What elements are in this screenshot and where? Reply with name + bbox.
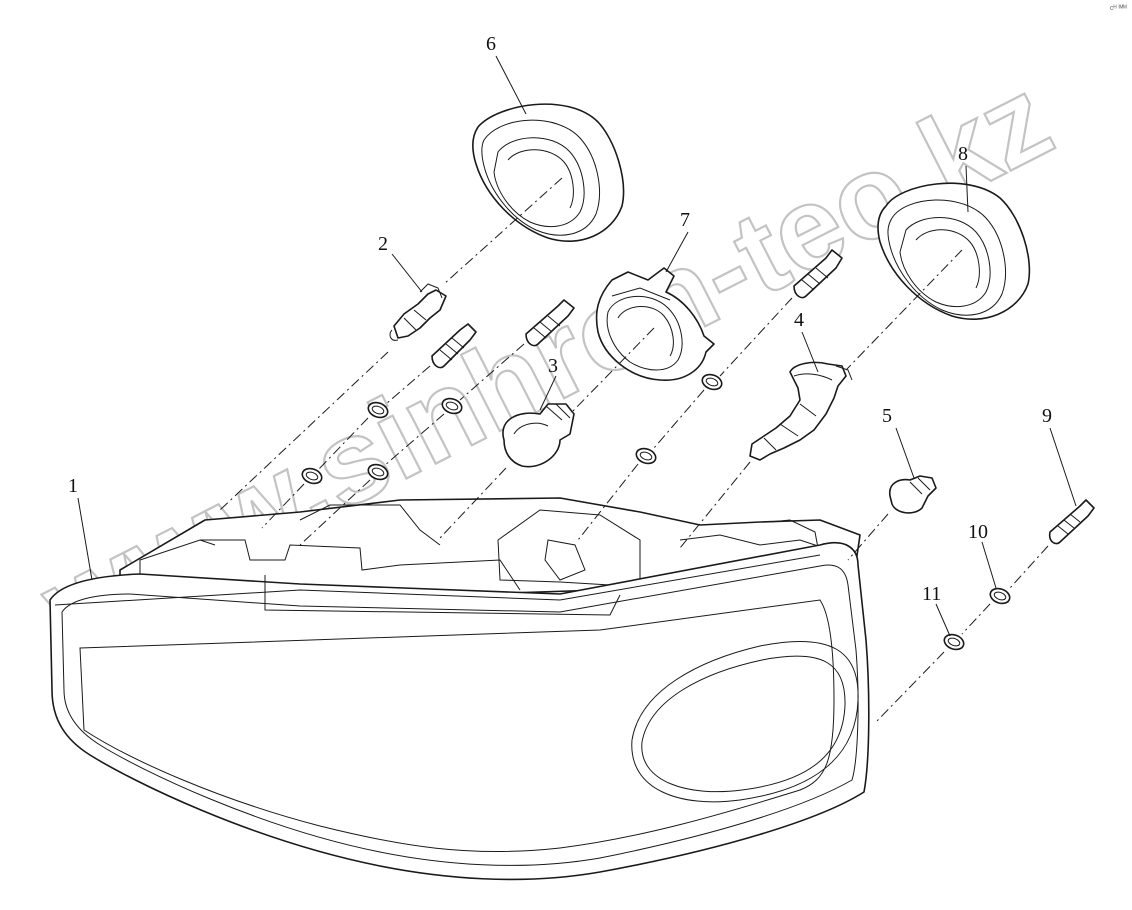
callout-2: 2 [378, 233, 388, 255]
cover-cap-left [472, 103, 625, 242]
washer-11 [943, 633, 965, 651]
callout-8: 8 [958, 143, 968, 165]
bulb-main [502, 403, 575, 468]
bolt-b [525, 299, 575, 347]
assembly-lines [219, 177, 1049, 723]
bolt-a [431, 323, 477, 369]
callout-numbers: 6 2 3 4 5 8 7 9 10 11 1 [68, 33, 1052, 605]
callout-1: 1 [68, 475, 78, 497]
washers [301, 373, 1011, 651]
callout-5: 5 [882, 405, 892, 427]
cover-cap-right [877, 182, 1031, 320]
bolt-c [793, 249, 843, 299]
callout-6: 6 [486, 33, 496, 55]
callout-9: 9 [1042, 405, 1052, 427]
bolt [1048, 499, 1095, 545]
washer-10 [989, 587, 1011, 605]
callout-11: 11 [922, 583, 941, 605]
callout-3: 3 [548, 355, 558, 377]
side-bulb [888, 475, 937, 514]
bulb-h1-right [749, 361, 853, 461]
bulb-h1 [389, 283, 447, 341]
bulb-retainer [595, 267, 715, 381]
headlamp-housing [49, 497, 870, 881]
corner-mark: cᴴ ᴵᴹᴹ [1110, 5, 1127, 12]
callout-leaders [77, 55, 1077, 637]
callout-7: 7 [680, 209, 690, 231]
callout-10: 10 [968, 521, 988, 543]
callout-4: 4 [794, 309, 804, 331]
